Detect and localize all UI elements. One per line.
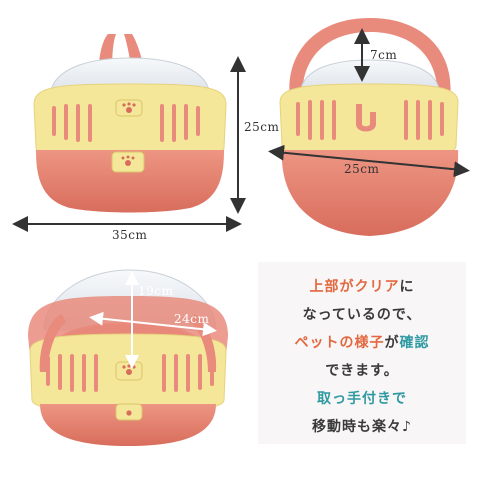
inner-width-arrow-icon — [89, 311, 217, 337]
caption-segment: 上部がクリア — [309, 279, 400, 295]
caption-segment: に — [399, 279, 415, 295]
caption-line-3: ペットの様子が確認 — [258, 332, 466, 352]
caption-segment: なっているので、 — [302, 307, 422, 323]
carrier-side-view — [33, 34, 227, 213]
caption-line-4: できます。 — [258, 360, 466, 380]
dim-inner-height-label: 19cm — [138, 284, 174, 298]
dim-width-label: 35cm — [112, 228, 148, 242]
caption-segment: 取っ手付きで — [317, 391, 407, 407]
caption-line-1: 上部がクリアに — [258, 276, 466, 296]
caption-segment: が — [384, 335, 400, 351]
caption-segment: できます。 — [325, 363, 399, 379]
caption-line-2: なっているので、 — [258, 304, 466, 324]
caption-segment: 確認 — [399, 335, 430, 351]
depth-arrow-icon — [268, 144, 470, 178]
feature-caption: 上部がクリアに なっているので、 ペットの様子が確認 できます。 取っ手付きで … — [258, 262, 466, 444]
caption-line-5: 取っ手付きで — [258, 388, 466, 408]
caption-line-6: 移動時も楽々♪ — [258, 416, 466, 436]
dim-height-label: 25cm — [244, 120, 280, 134]
dim-handle-label: 7cm — [370, 48, 398, 62]
dim-depth-label: 25cm — [344, 162, 380, 176]
carrier-open-view — [28, 269, 228, 446]
dim-inner-width-label: 24cm — [174, 312, 210, 326]
caption-segment: 移動時も楽々♪ — [312, 419, 412, 435]
caption-segment: ペットの様子 — [294, 335, 385, 351]
